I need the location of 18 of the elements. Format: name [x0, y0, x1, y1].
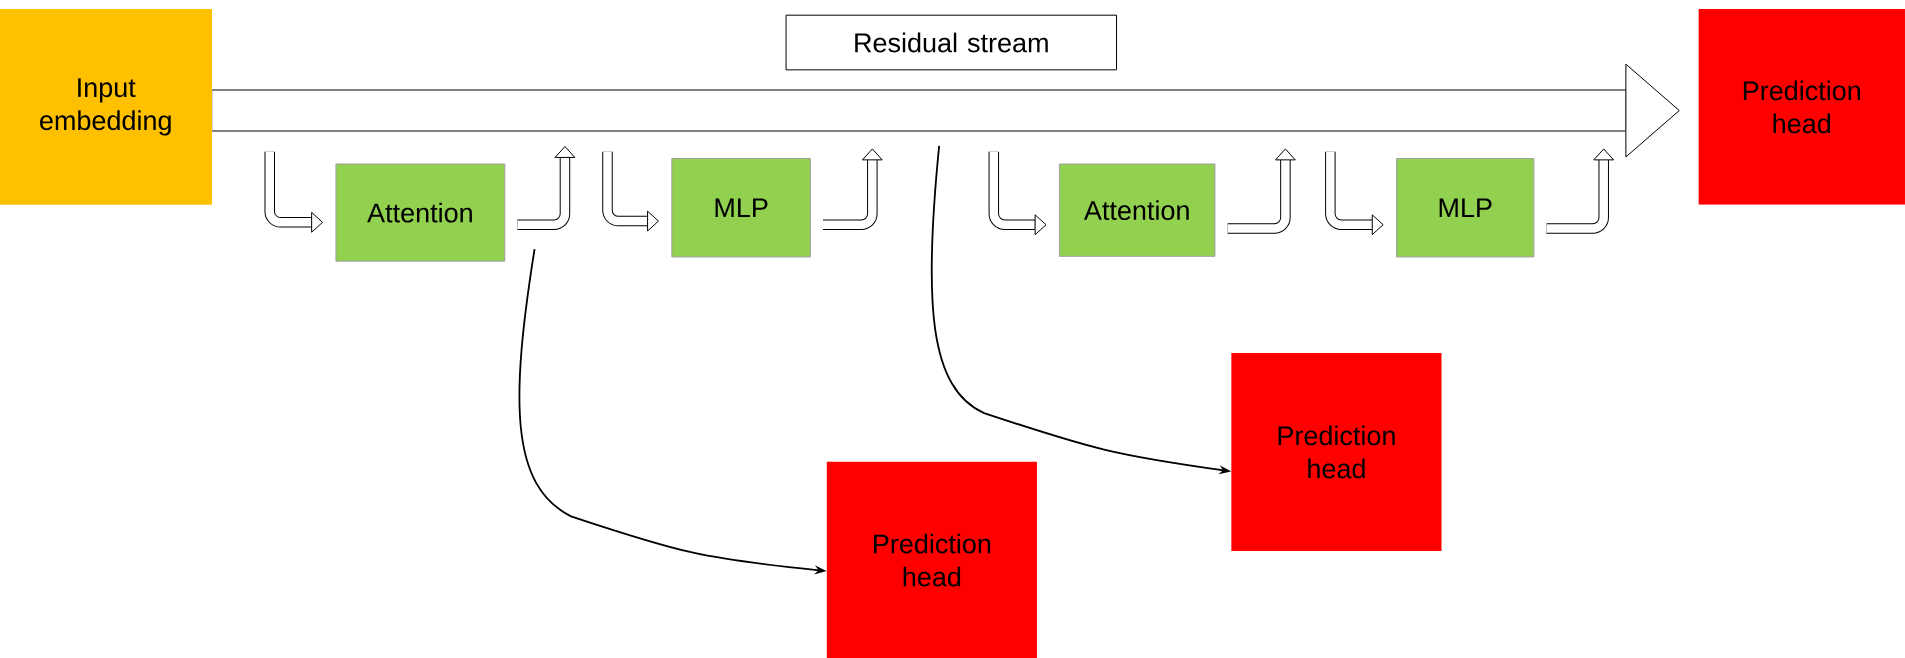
prediction-head-box: Prediction head	[1698, 9, 1905, 205]
mlp-box: MLP	[671, 158, 811, 258]
mlp-box: MLP	[1396, 158, 1535, 258]
bent-arrow	[1227, 148, 1296, 234]
block-arrow	[212, 63, 1680, 158]
bent-arrow	[1546, 148, 1615, 234]
bent-arrow	[1325, 151, 1384, 236]
prediction-head-box: Prediction head	[826, 461, 1037, 658]
bent-arrow	[264, 151, 324, 233]
bent-arrow	[988, 151, 1047, 236]
attention-box: Attention	[335, 163, 506, 262]
bent-arrow	[517, 146, 576, 230]
prediction-head-box: Prediction head	[1231, 352, 1442, 551]
embedding-box: Input embedding	[0, 9, 212, 205]
label-box: Residual stream	[785, 14, 1118, 71]
attention-box: Attention	[1058, 163, 1216, 257]
bent-arrow	[823, 148, 883, 230]
bent-arrow	[602, 151, 659, 232]
